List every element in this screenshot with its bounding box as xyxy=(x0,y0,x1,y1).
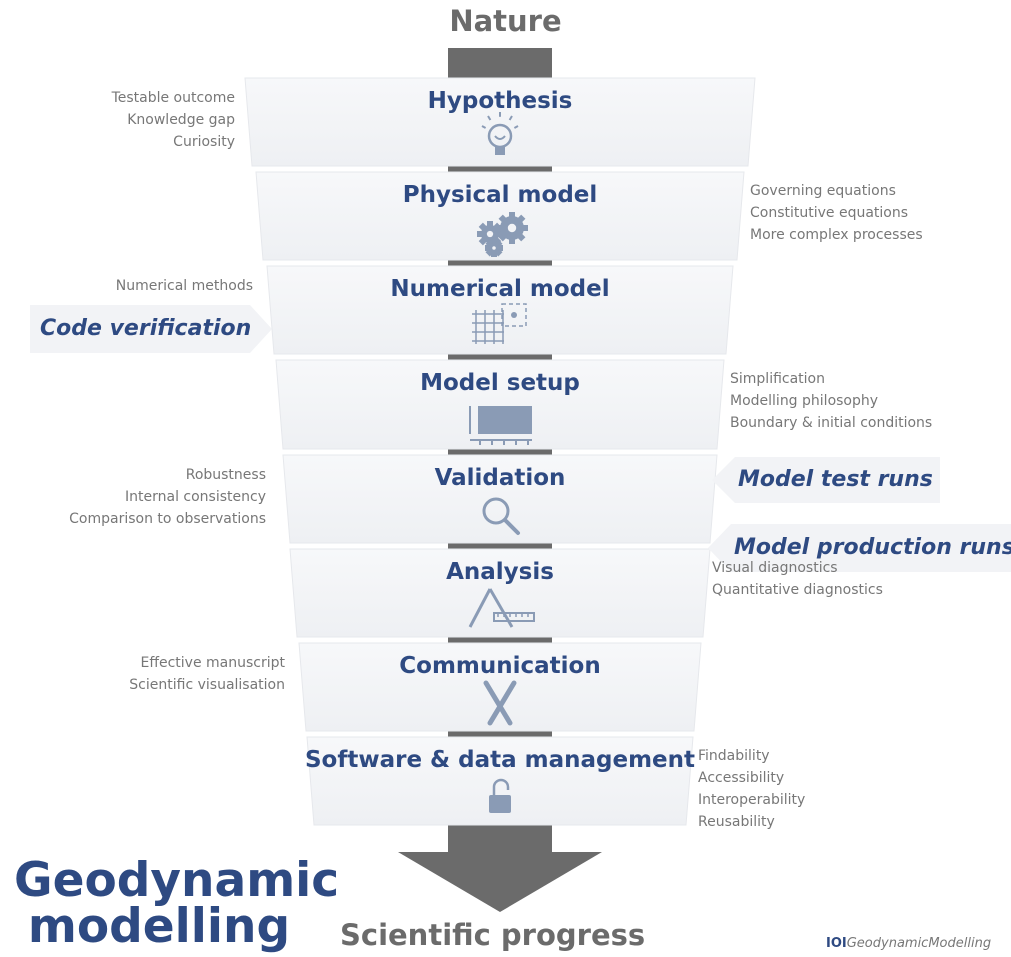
stage-note-right: Interoperability xyxy=(698,792,806,808)
padlock-icon xyxy=(489,778,511,813)
stage-title: Analysis xyxy=(446,559,554,585)
brand-line-2: modelling xyxy=(27,899,291,954)
stage-panel xyxy=(244,77,756,167)
stage-panel xyxy=(298,642,702,732)
stage-note-right: Accessibility xyxy=(698,770,785,786)
stage-note-right: Reusability xyxy=(698,814,775,830)
stage-note-right: Boundary & initial conditions xyxy=(730,415,933,431)
callout-model-production-runs: Model production runs xyxy=(734,535,1011,560)
stage-title: Validation xyxy=(434,465,566,491)
callout-code-verification: Code verification xyxy=(40,316,252,341)
grid-mesh-icon xyxy=(472,303,527,344)
callout-shape-model-production-runs xyxy=(708,524,1011,572)
stage-title: Model setup xyxy=(420,370,580,396)
stage-note-left: Robustness xyxy=(185,467,266,483)
central-arrow-head xyxy=(398,852,602,912)
stage-title: Physical model xyxy=(402,182,598,208)
stage-title: Hypothesis xyxy=(427,88,573,114)
stage-note-left: Testable outcome xyxy=(111,90,235,106)
callout-shape-model-test-runs xyxy=(712,457,940,503)
model-box-icon xyxy=(469,406,532,445)
compass-ruler-icon xyxy=(468,588,535,628)
magnifier-icon xyxy=(482,497,520,535)
stage-note-left: Effective manuscript xyxy=(140,655,285,671)
stage-note-left: Comparison to observations xyxy=(69,511,266,527)
stage-note-left: Scientific visualisation xyxy=(129,677,285,693)
stage-note-right: Visual diagnostics xyxy=(712,560,838,576)
stage-panel xyxy=(255,171,745,261)
stage-panel xyxy=(266,265,734,355)
brush-pen-icon xyxy=(483,680,517,726)
stage-note-left: Knowledge gap xyxy=(127,112,235,128)
stage-note-right: Quantitative diagnostics xyxy=(712,582,883,598)
stage-title: Communication xyxy=(399,653,601,679)
stage-note-right: Constitutive equations xyxy=(750,205,909,221)
stage-note-right: Modelling philosophy xyxy=(730,393,879,409)
bottom-title: Scientific progress xyxy=(340,918,646,952)
callout-shape-code-verification xyxy=(30,305,272,353)
stage-panel xyxy=(275,359,725,450)
stage-title: Software & data management xyxy=(304,747,696,773)
brand-line-1: Geodynamic xyxy=(14,853,340,908)
gears-icon xyxy=(477,212,528,257)
stage-note-left: Numerical methods xyxy=(115,278,253,294)
callout-model-test-runs: Model test runs xyxy=(738,467,933,492)
lightbulb-icon xyxy=(481,112,519,155)
top-title: Nature xyxy=(449,4,562,38)
stage-note-right: Simplification xyxy=(730,371,825,387)
signature: IOIGeodynamicModelling xyxy=(826,936,991,951)
stage-panel xyxy=(289,548,711,638)
stage-note-left: Curiosity xyxy=(173,134,235,150)
stage-note-right: Findability xyxy=(698,748,770,764)
signature-mark: IOI xyxy=(826,936,847,951)
stage-title: Numerical model xyxy=(390,276,610,302)
stage-note-right: Governing equations xyxy=(750,183,896,199)
brand-title: Geodynamic modelling xyxy=(14,853,340,954)
stage-note-right: More complex processes xyxy=(750,227,923,243)
signature-text: GeodynamicModelling xyxy=(846,936,992,951)
stage-note-left: Internal consistency xyxy=(125,489,266,505)
